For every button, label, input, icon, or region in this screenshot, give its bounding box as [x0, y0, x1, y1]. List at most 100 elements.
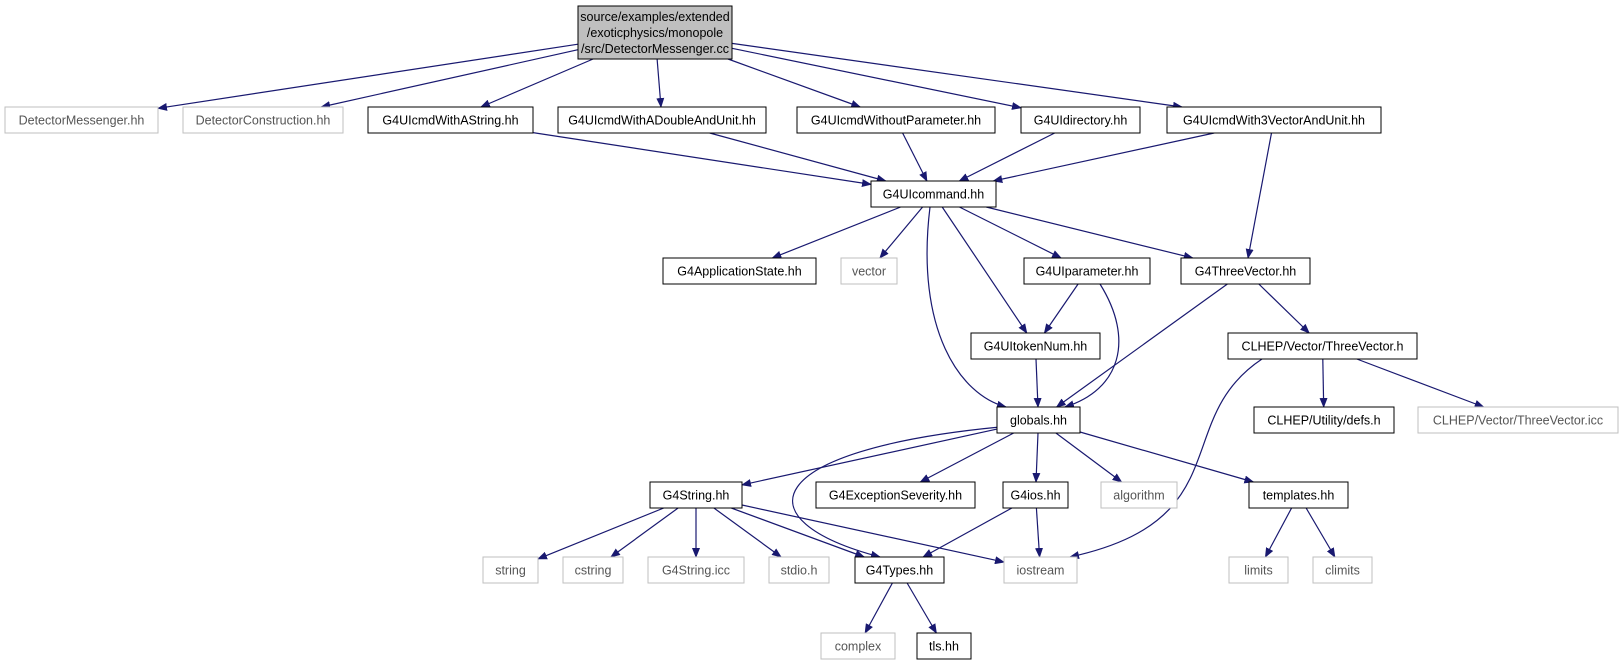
edge-uicommand-to-appstate	[771, 206, 901, 259]
node-box	[1020, 106, 1141, 134]
node-complex: complex	[820, 632, 896, 660]
edge-g4types-to-complex	[864, 582, 893, 634]
node-box	[1180, 257, 1311, 285]
node-label: G4Types.hh	[866, 564, 933, 578]
edges-layer	[157, 42, 1485, 634]
node-clhep_icc: CLHEP/Vector/ThreeVector.icc	[1417, 406, 1619, 434]
node-label: G4String.icc	[662, 564, 730, 578]
edge-root-to-withoutparam	[727, 58, 862, 108]
edge-globals-to-algorithm	[1055, 432, 1123, 483]
node-box	[4, 106, 159, 134]
node-label: G4ExceptionSeverity.hh	[829, 489, 962, 503]
node-label: source/examples/extended	[580, 10, 729, 24]
node-label: complex	[835, 640, 882, 654]
edge-root-to-threevecunit	[731, 42, 1183, 110]
edge-templates-to-limits	[1264, 507, 1293, 558]
node-box	[1100, 481, 1178, 509]
node-label: iostream	[1017, 564, 1065, 578]
node-adouble[interactable]: G4UIcmdWithADoubleAndUnit.hh	[557, 106, 767, 134]
node-label: vector	[852, 265, 886, 279]
edge-g4string-to-string	[537, 507, 665, 560]
node-box	[1253, 406, 1395, 434]
node-uiparameter[interactable]: G4UIparameter.hh	[1023, 257, 1151, 285]
edge-root-to-astring	[479, 58, 594, 108]
node-label: cstring	[575, 564, 612, 578]
edge-clhep_threevector-to-clhep_defs	[1319, 358, 1328, 408]
node-box	[796, 106, 996, 134]
node-uidirectory[interactable]: G4UIdirectory.hh	[1020, 106, 1141, 134]
edge-globals-to-g4ios	[1032, 432, 1041, 483]
node-box	[768, 556, 830, 584]
edge-g4ios-to-g4types	[922, 507, 1013, 558]
node-label: G4UIdirectory.hh	[1034, 114, 1128, 128]
edge-templates-to-climits	[1305, 507, 1336, 558]
edge-threevecunit-to-threevector	[1245, 132, 1273, 259]
node-label: /exoticphysics/monopole	[587, 26, 723, 40]
nodes-layer: source/examples/extended/exoticphysics/m…	[4, 5, 1619, 660]
node-box	[577, 5, 733, 60]
node-g4ios[interactable]: G4ios.hh	[1002, 481, 1069, 509]
node-withoutparam[interactable]: G4UIcmdWithoutParameter.hh	[796, 106, 996, 134]
node-tls[interactable]: tls.hh	[916, 632, 972, 660]
edge-uiparameter-to-uitokennum	[1043, 283, 1079, 334]
edge-adouble-to-uicommand	[709, 132, 887, 183]
node-box	[815, 481, 976, 509]
node-label: G4ThreeVector.hh	[1195, 265, 1297, 279]
node-label: CLHEP/Vector/ThreeVector.h	[1242, 340, 1404, 354]
edge-clhep_threevector-to-clhep_icc	[1356, 358, 1485, 408]
node-root[interactable]: source/examples/extended/exoticphysics/m…	[577, 5, 733, 60]
node-climits: climits	[1312, 556, 1373, 584]
edge-uicommand-to-uiparameter	[959, 206, 1062, 259]
edge-globals-to-g4string	[741, 428, 998, 487]
node-box	[649, 481, 743, 509]
node-uicommand[interactable]: G4UIcommand.hh	[870, 180, 997, 208]
node-clhep_defs[interactable]: CLHEP/Utility/defs.h	[1253, 406, 1395, 434]
node-label: G4ApplicationState.hh	[677, 265, 801, 279]
node-threevector[interactable]: G4ThreeVector.hh	[1180, 257, 1311, 285]
node-label: G4UIcommand.hh	[883, 188, 984, 202]
node-box	[1417, 406, 1619, 434]
node-uitokennum[interactable]: G4UItokenNum.hh	[970, 332, 1101, 360]
edge-g4string-to-cstring	[610, 507, 679, 558]
node-detmess_hh: DetectorMessenger.hh	[4, 106, 159, 134]
node-box	[1227, 332, 1418, 360]
node-threevecunit[interactable]: G4UIcmdWith3VectorAndUnit.hh	[1166, 106, 1382, 134]
edge-uiparameter-to-globals	[1064, 283, 1120, 409]
node-label: G4String.hh	[663, 489, 730, 503]
node-box	[1023, 257, 1151, 285]
node-label: G4UItokenNum.hh	[984, 340, 1088, 354]
node-box	[557, 106, 767, 134]
node-label: G4ios.hh	[1010, 489, 1060, 503]
edge-uicommand-to-globals	[926, 206, 1007, 409]
edge-g4string-to-iostream	[741, 504, 1005, 565]
node-box	[1312, 556, 1373, 584]
node-clhep_threevector[interactable]: CLHEP/Vector/ThreeVector.h	[1227, 332, 1418, 360]
node-box	[562, 556, 624, 584]
node-label: G4UIcmdWithAString.hh	[382, 114, 518, 128]
edge-withoutparam-to-uicommand	[902, 132, 928, 182]
node-label: templates.hh	[1263, 489, 1335, 503]
node-g4string[interactable]: G4String.hh	[649, 481, 743, 509]
node-g4types[interactable]: G4Types.hh	[854, 556, 945, 584]
node-cstring: cstring	[562, 556, 624, 584]
node-box	[1166, 106, 1382, 134]
node-globals[interactable]: globals.hh	[996, 406, 1081, 434]
node-templates[interactable]: templates.hh	[1248, 481, 1349, 509]
node-box	[840, 257, 898, 285]
node-label: climits	[1325, 564, 1360, 578]
edge-globals-to-exceptionseverity	[919, 432, 1014, 483]
node-stdio: stdio.h	[768, 556, 830, 584]
node-label: tls.hh	[929, 640, 959, 654]
node-iostream: iostream	[1003, 556, 1078, 584]
node-label: /src/DetectorMessenger.cc	[581, 42, 729, 56]
node-box	[662, 257, 817, 285]
edge-g4types-to-tls	[906, 582, 937, 634]
edge-root-to-detmess_hh	[157, 43, 579, 111]
node-appstate[interactable]: G4ApplicationState.hh	[662, 257, 817, 285]
node-label: stdio.h	[781, 564, 818, 578]
edge-uicommand-to-vector	[879, 206, 924, 259]
node-exceptionseverity[interactable]: G4ExceptionSeverity.hh	[815, 481, 976, 509]
node-box	[1248, 481, 1349, 509]
node-astring[interactable]: G4UIcmdWithAString.hh	[367, 106, 534, 134]
edge-clhep_threevector-to-iostream	[1069, 358, 1263, 559]
